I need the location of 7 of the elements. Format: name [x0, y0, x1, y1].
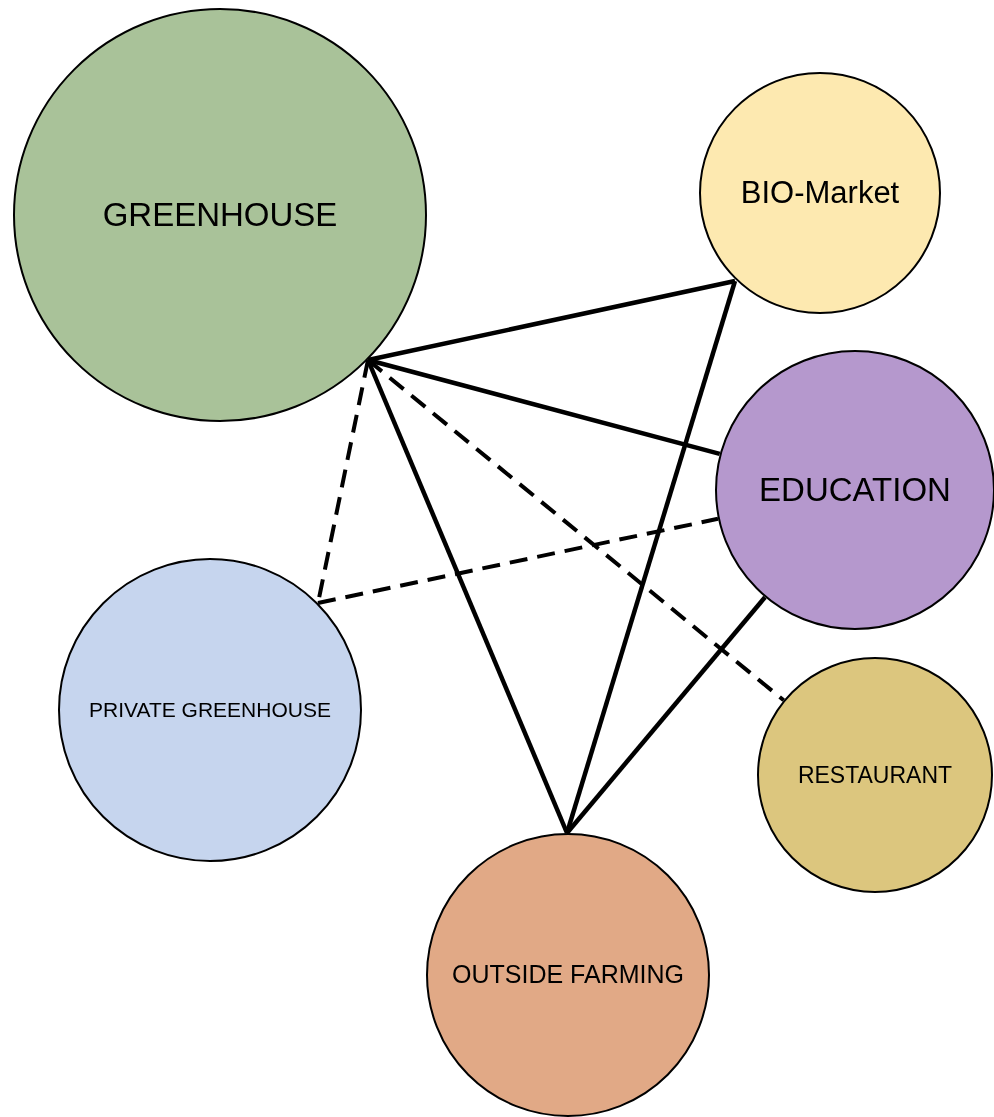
dashed-line — [317, 516, 719, 605]
node-label: RESTAURANT — [796, 760, 954, 790]
node-label: PRIVATE GREENHOUSE — [88, 696, 332, 723]
node-label: EDUCATION — [758, 470, 952, 511]
node-label: OUTSIDE FARMING — [451, 959, 685, 991]
node-label: GREENHOUSE — [101, 195, 339, 236]
node-label: BIO-Market — [739, 173, 901, 212]
